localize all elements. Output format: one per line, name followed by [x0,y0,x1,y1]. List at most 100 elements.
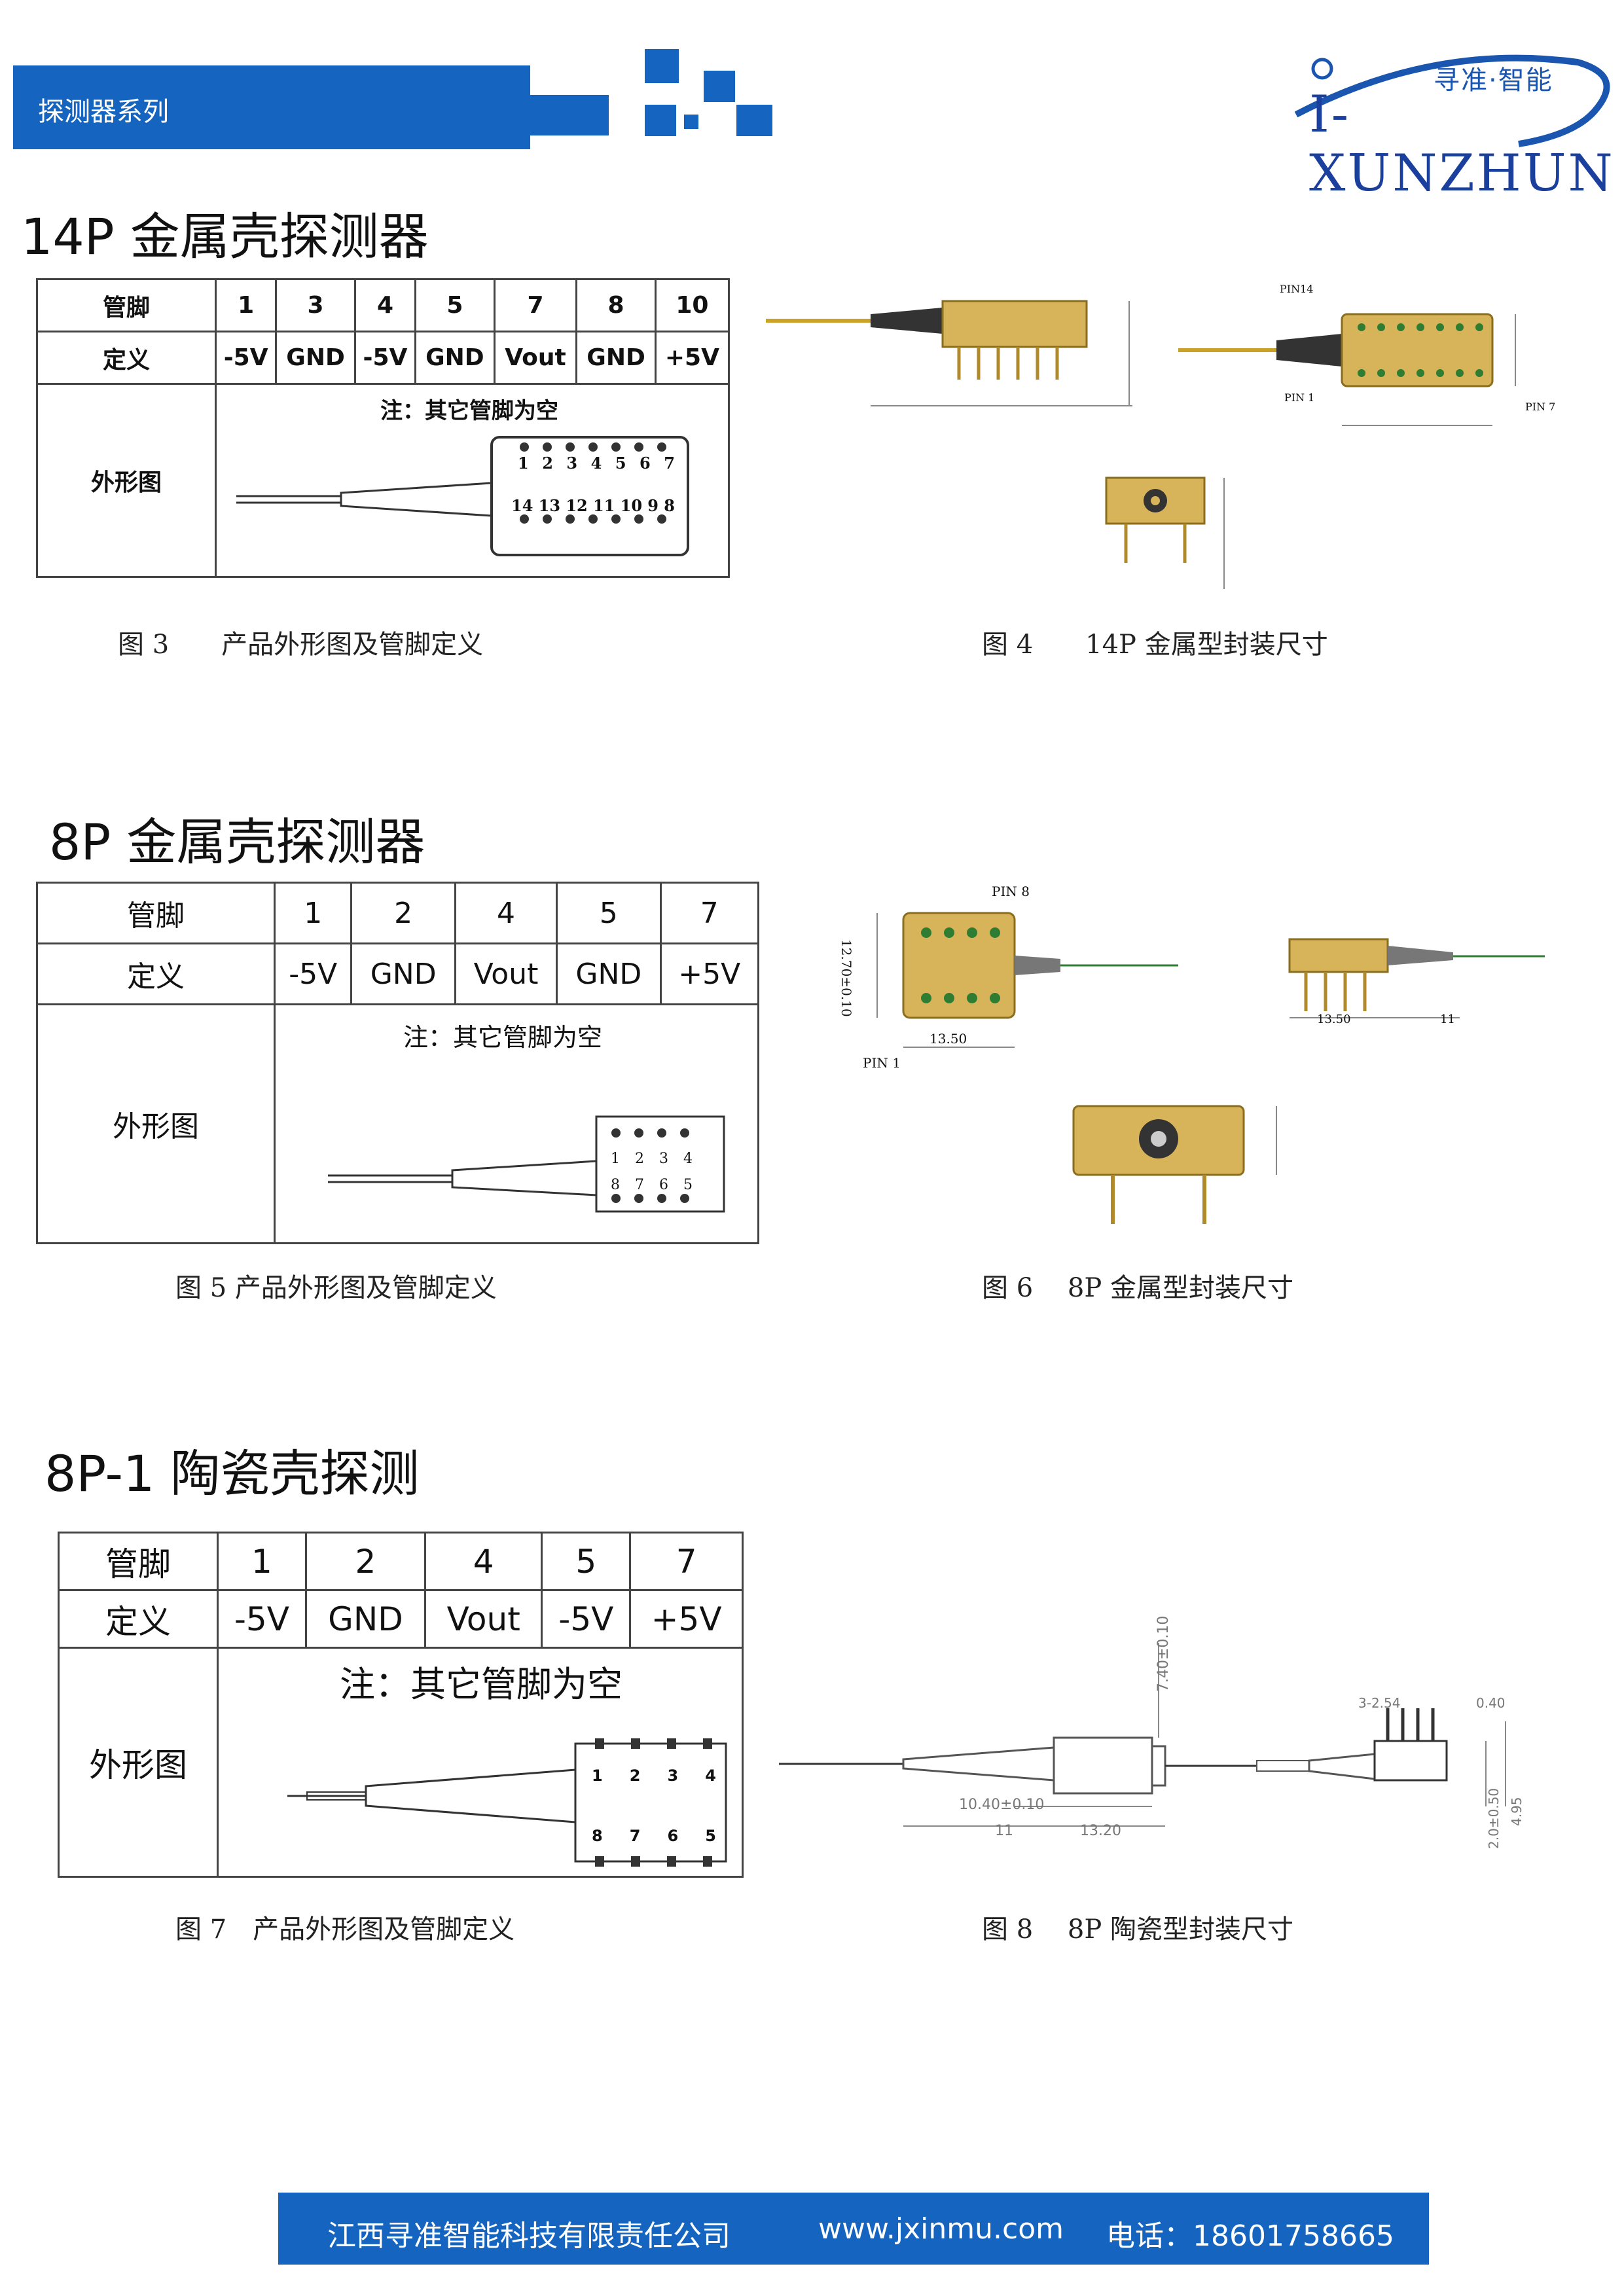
pin-number: 7 [629,1827,641,1845]
dim-label: PIN14 [1280,283,1314,295]
pin-cell: 4 [424,1532,543,1591]
logo-swoosh [1294,54,1610,147]
pin-number: 5 [615,454,626,473]
dim-label: PIN 7 [1525,401,1556,413]
pin-table: 管脚 1 3 4 5 7 8 10 定义 -5V GND -5V GND Vou… [36,278,731,578]
pin-dots [520,442,666,524]
pin-number: 3 [566,454,578,473]
pin-cell: 4 [353,278,417,332]
pin-label: 管脚 [36,882,276,944]
pin-number: 4 [590,454,602,473]
pin-cell: 5 [414,278,496,332]
package-side-view [1288,938,1545,1018]
def-cell: -5V [217,1589,307,1649]
diagram-top-pins: 1 2 3 4 [592,1767,716,1785]
pin-number: 5 [683,1177,693,1193]
package-top-view [876,912,1178,1048]
shape-label: 外形图 [36,1003,276,1244]
dim-label: 11 [995,1823,1013,1839]
def-cell: +5V [654,331,731,385]
pin-number: 1 [518,454,529,473]
pin-table: 管脚 1 2 4 5 7 定义 -5V GND Vout GND +5V 外形图… [36,882,760,1244]
pin-cell: 10 [654,278,731,332]
header-square [704,71,735,102]
pin-cell: 7 [659,882,760,944]
package-front-view [1072,1105,1277,1224]
fiber-diagram [287,1738,727,1867]
shape-cell: 注：其它管脚为空 1 2 3 4 8 7 6 5 [217,1647,744,1878]
header-square [645,105,676,136]
pin-number: 3 [667,1767,679,1785]
dim-label: 11 [1440,1013,1455,1026]
dim-label: 0.40 [1476,1695,1506,1711]
fiber-diagram [328,1115,725,1213]
def-cell: Vout [424,1589,543,1649]
footer-company: 江西寻准智能科技有限责任公司 [327,2219,731,2253]
figure-caption: 图 7 产品外形图及管脚定义 [175,1914,515,1945]
ceramic-package-drawing [779,1643,1506,1827]
dim-label: 13.50 [1317,1013,1351,1026]
pin-number: 6 [667,1827,679,1845]
figure-caption: 图 4 14P 金属型封装尺寸 [982,630,1328,660]
pin-cell: 1 [214,278,278,332]
shape-label: 外形图 [36,383,217,578]
def-cell: -5V [273,942,353,1005]
pin-cell: 7 [629,1532,744,1591]
note-text: 注：其它管脚为空 [340,1664,623,1705]
def-cell: -5V [541,1589,632,1649]
pin-cell: 2 [304,1532,427,1591]
pin-number: 5 [705,1827,716,1845]
diagram-bottom-pins: 8 7 6 5 [611,1177,693,1193]
pin-label: 管脚 [58,1532,219,1591]
footer-bar: 江西寻准智能科技有限责任公司 www.jxinmu.com 电话：1860175… [278,2193,1429,2265]
pin-cell: 5 [541,1532,632,1591]
figure-caption: 图 8 8P 陶瓷型封装尺寸 [982,1914,1293,1945]
pin-cell: 3 [275,278,356,332]
def-cell: -5V [353,331,417,385]
section-title: 8P-1 陶瓷壳探测 [45,1444,420,1503]
pin-label: 管脚 [36,278,217,332]
category-title: 探测器系列 [38,97,169,127]
shape-label: 外形图 [58,1647,219,1878]
dim-label: 2.0±0.50 [1486,1787,1502,1849]
pin-number: 4 [705,1767,716,1785]
pin-cell: 1 [273,882,353,944]
dim-label: PIN 1 [863,1055,901,1071]
pin-number: 9 [647,496,659,515]
pin-number: 14 [511,496,533,515]
pin-number: 8 [592,1827,603,1845]
pin-cell: 8 [575,278,657,332]
package-top-view [1178,313,1516,426]
pin-number: 7 [664,454,675,473]
pin-number: 3 [659,1151,668,1167]
def-cell: GND [556,942,662,1005]
dim-label: 12.70±0.10 [839,939,854,1017]
pin-cell: 5 [556,882,662,944]
def-cell: GND [350,942,456,1005]
def-cell: GND [575,331,657,385]
footer-website[interactable]: www.jxinmu.com [818,2212,1064,2246]
def-label: 定义 [58,1589,219,1649]
dim-label: 10.40±0.10 [959,1797,1045,1813]
pin-cell: 2 [350,882,456,944]
pin-number: 6 [659,1177,668,1193]
note-text: 注：其它管脚为空 [403,1023,603,1052]
shape-cell: 注：其它管脚为空 1 2 3 4 5 6 7 14 13 12 11 [215,383,730,578]
package-side-view [766,300,1132,406]
header-square [645,49,679,83]
note-text: 注：其它管脚为空 [380,398,558,424]
pin-number: 8 [611,1177,620,1193]
section-title: 14P 金属壳探测器 [21,207,429,266]
def-cell: Vout [454,942,558,1005]
diagram-bottom-pins: 8 7 6 5 [592,1827,716,1845]
diagram-bottom-pins: 14 13 12 11 10 9 8 [511,496,675,515]
pin-number: 2 [635,1151,644,1167]
pin-number: 1 [592,1767,603,1785]
def-cell: GND [275,331,356,385]
header-bar-step [517,95,609,135]
def-cell: +5V [659,942,760,1005]
pin-number: 10 [620,496,643,515]
pin-number: 4 [683,1151,693,1167]
def-cell: -5V [214,331,278,385]
pin-cell: 4 [454,882,558,944]
